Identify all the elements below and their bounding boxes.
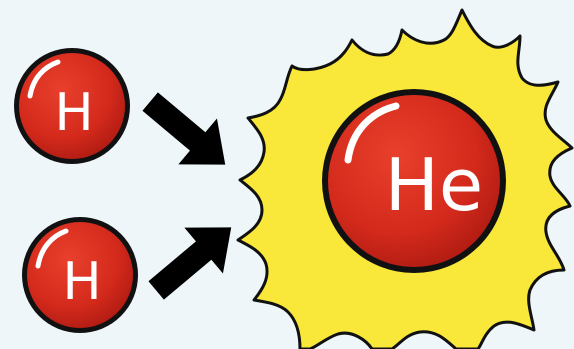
hydrogen-highlight-icon bbox=[35, 228, 69, 269]
hydrogen-atom-top: H bbox=[14, 48, 130, 164]
arrow-right-down-icon bbox=[142, 92, 226, 165]
helium-highlight-icon bbox=[344, 102, 400, 164]
hydrogen-highlight-icon bbox=[27, 59, 61, 99]
hydrogen-atom-bottom: H bbox=[22, 217, 138, 333]
arrow-right-up-icon bbox=[148, 227, 232, 300]
helium-atom: He bbox=[322, 89, 506, 273]
hydrogen-label-top: H bbox=[54, 83, 93, 143]
hydrogen-label-bottom: H bbox=[62, 252, 101, 312]
helium-label: He bbox=[385, 143, 483, 227]
